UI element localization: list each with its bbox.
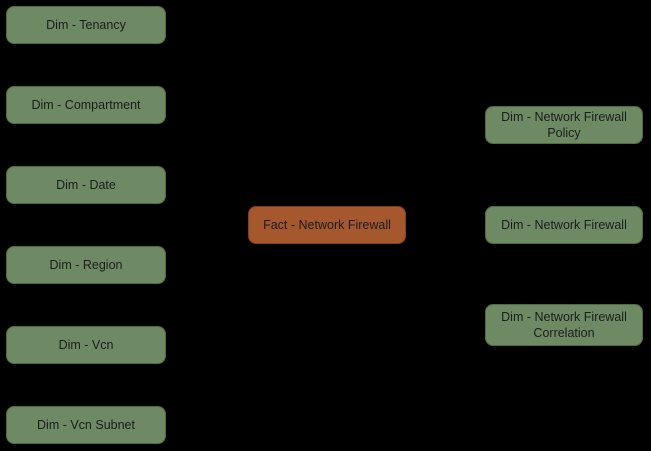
- dim-vcn-label: Dim - Vcn: [58, 338, 114, 352]
- dim-network-firewall-label: Dim - Network Firewall: [501, 218, 627, 232]
- dim-tenancy-node[interactable]: Dim - Tenancy: [6, 6, 166, 44]
- dim-vcn-subnet-label: Dim - Vcn Subnet: [37, 418, 135, 432]
- dim-vcn-subnet-node[interactable]: Dim - Vcn Subnet: [6, 406, 166, 444]
- dim-date-node[interactable]: Dim - Date: [6, 166, 166, 204]
- dim-vcn-node[interactable]: Dim - Vcn: [6, 326, 166, 364]
- fact-network-firewall-node[interactable]: Fact - Network Firewall: [248, 206, 406, 244]
- dim-region-label: Dim - Region: [49, 258, 123, 272]
- dim-network-firewall-correlation-node[interactable]: Dim - Network Firewall Correlation: [485, 304, 643, 346]
- dim-network-firewall-policy-node[interactable]: Dim - Network Firewall Policy: [485, 106, 643, 144]
- dim-compartment-node[interactable]: Dim - Compartment: [6, 86, 166, 124]
- dim-tenancy-label: Dim - Tenancy: [46, 18, 126, 32]
- dim-network-firewall-correlation-label: Dim - Network Firewall Correlation: [501, 310, 627, 340]
- dim-date-label: Dim - Date: [56, 178, 116, 192]
- dim-network-firewall-node[interactable]: Dim - Network Firewall: [485, 206, 643, 244]
- dim-region-node[interactable]: Dim - Region: [6, 246, 166, 284]
- dim-compartment-label: Dim - Compartment: [31, 98, 141, 112]
- fact-network-firewall-label: Fact - Network Firewall: [263, 218, 391, 232]
- dim-network-firewall-policy-label: Dim - Network Firewall Policy: [501, 110, 627, 140]
